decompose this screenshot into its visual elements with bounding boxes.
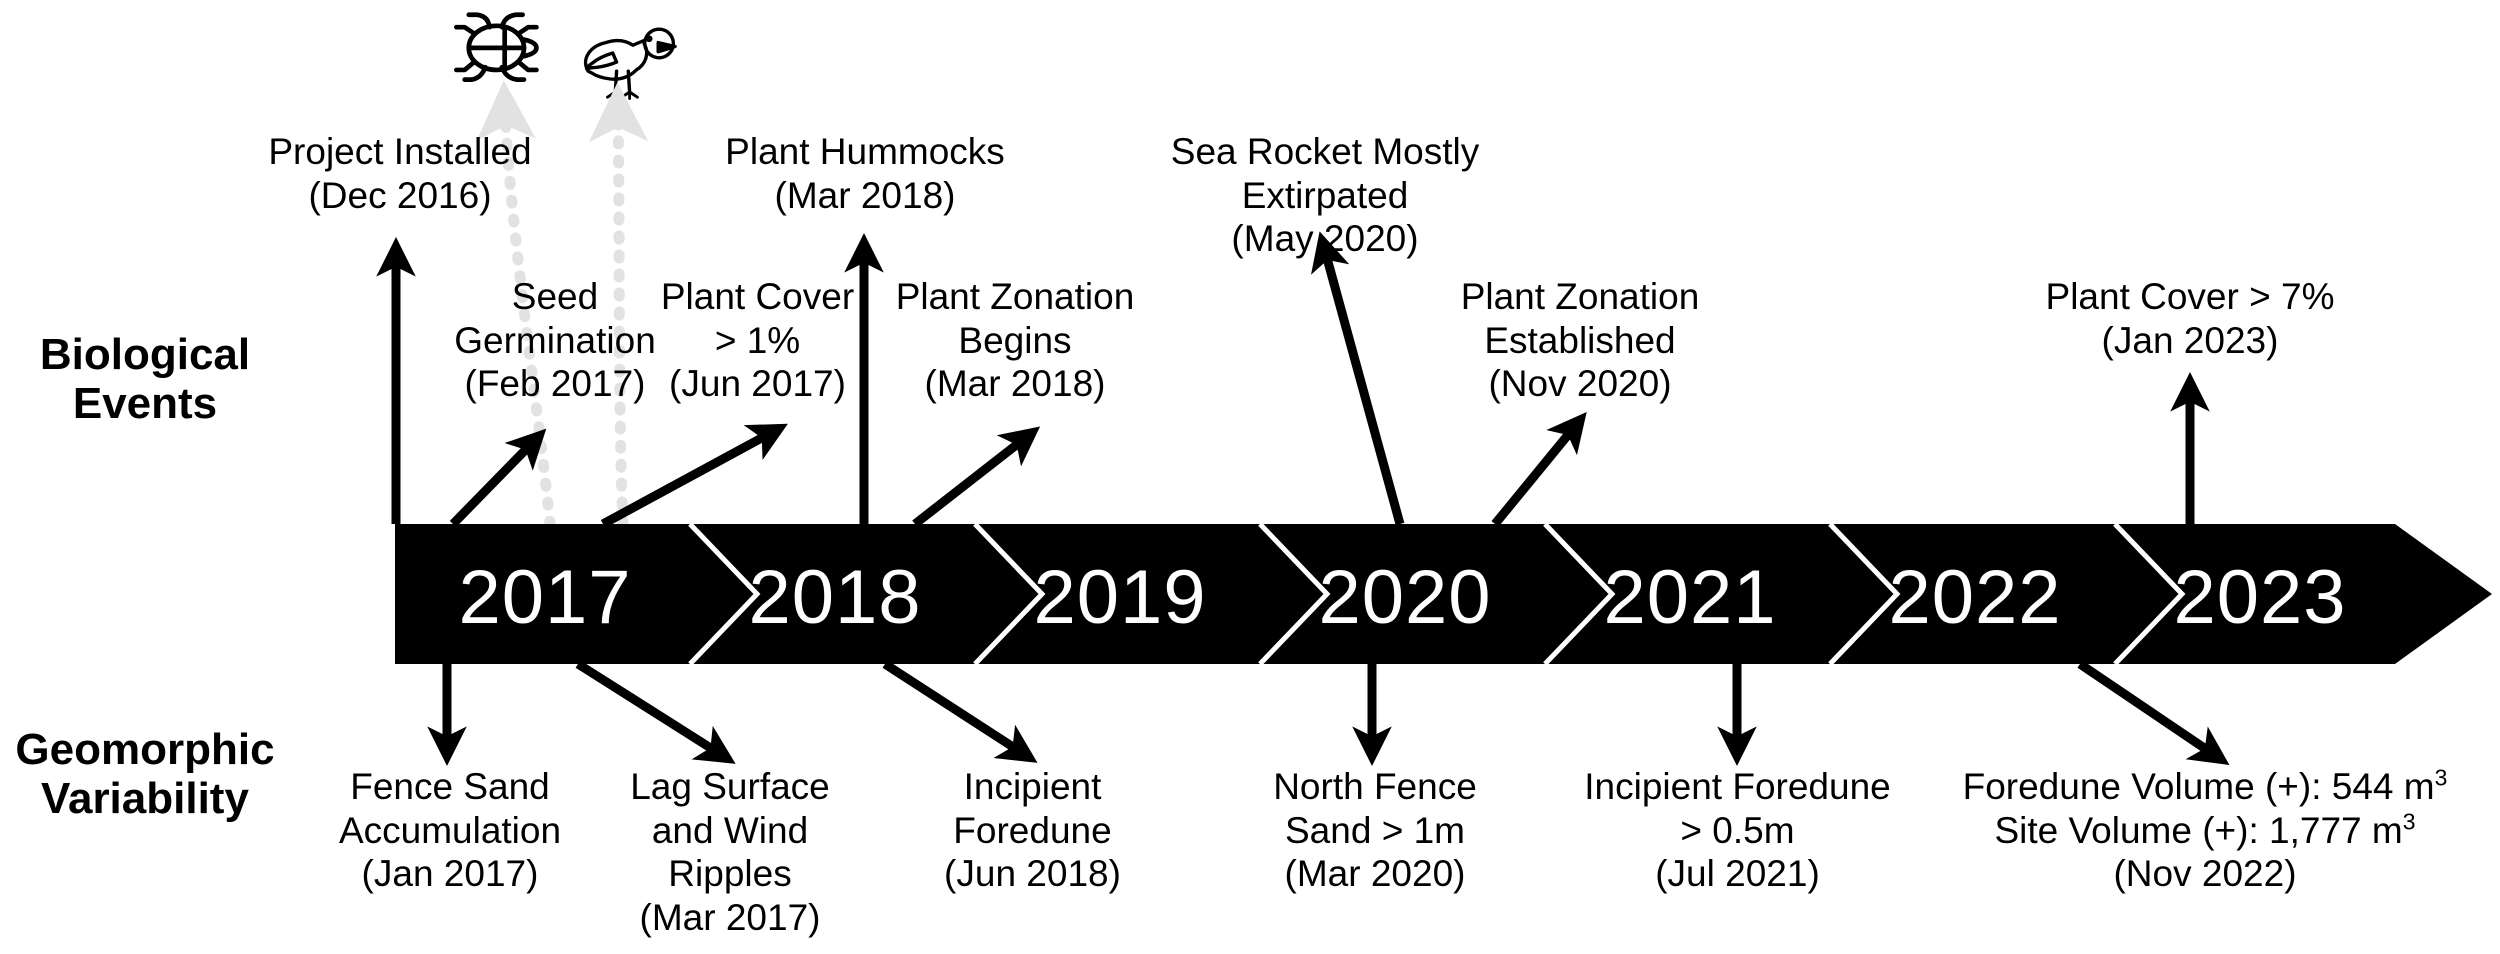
timeline-year-2023[interactable]: 2023 <box>2173 555 2347 640</box>
event-label-lag-surface-ripples: Lag Surface and Wind Ripples (Mar 2017) <box>630 766 830 938</box>
arrow-incipient-foredune-2018 <box>882 660 1038 763</box>
event-label-seed-germination: Seed Germination (Feb 2017) <box>454 276 656 405</box>
timeline-year-2018[interactable]: 2018 <box>748 555 922 640</box>
event-label-sea-rocket-extirpated: Sea Rocket Mostly Extirpated (May 2020) <box>1170 131 1480 260</box>
foredune-volume-date: (Nov 2022) <box>2113 853 2297 895</box>
event-label-plant-hummocks: Plant Hummocks (Mar 2018) <box>725 131 1005 216</box>
row-label-biological-events: Biological Events <box>39 330 251 429</box>
arrow-sea-rocket-extirpated <box>1311 231 1405 526</box>
event-label-fence-sand-accumulation: Fence Sand Accumulation (Jan 2017) <box>338 766 562 895</box>
event-label-plant-cover-7: Plant Cover > 7% (Jan 2023) <box>2045 276 2335 361</box>
arrow-plant-zonation-begins <box>912 426 1041 528</box>
arrow-plant-zonation-established <box>1491 412 1587 527</box>
timeline-year-2020[interactable]: 2020 <box>1318 555 1492 640</box>
event-label-plant-zonation-begins: Plant Zonation Begins (Mar 2018) <box>895 276 1135 405</box>
timeline-year-2022[interactable]: 2022 <box>1888 555 2062 640</box>
event-label-plant-cover-1: Plant Cover > 1% (Jun 2017) <box>660 276 855 405</box>
timeline-year-2017[interactable]: 2017 <box>458 555 632 640</box>
event-label-incipient-foredune-2021: Incipient Foredune > 0.5m (Jul 2021) <box>1584 766 1891 895</box>
row-label-geomorphic-variability: Geomorphic Variability <box>15 725 275 824</box>
event-label-plant-zonation-established: Plant Zonation Established (Nov 2020) <box>1460 276 1700 405</box>
arrow-plant-cover-1 <box>600 423 788 528</box>
site-volume-line2: Site Volume (+): 1,777 m3 <box>1994 808 2416 851</box>
timeline-year-2021[interactable]: 2021 <box>1603 555 1777 640</box>
timeline-bar <box>395 522 2492 666</box>
event-label-project-installed: Project Installed (Dec 2016) <box>268 131 532 216</box>
arrow-lag-surface-ripples <box>575 660 736 764</box>
beetle-icon <box>454 12 539 82</box>
arrow-seed-germination <box>449 428 547 528</box>
event-label-incipient-foredune-2018: Incipient Foredune (Jun 2018) <box>944 766 1121 895</box>
dotted-arrow-beetle <box>476 80 556 530</box>
foredune-volume-line1: Foredune Volume (+): 544 m3 <box>1962 764 2448 807</box>
event-label-north-fence-sand: North Fence Sand > 1m (Mar 2020) <box>1273 766 1477 895</box>
event-label-foredune-volume: Foredune Volume (+): 544 m3 Site Volume … <box>1925 765 2485 896</box>
arrow-foredune-volume <box>2077 660 2230 766</box>
timeline-year-2019[interactable]: 2019 <box>1033 555 1207 640</box>
chevron-separators <box>688 522 2186 666</box>
dotted-arrow-shorebird <box>588 82 649 530</box>
